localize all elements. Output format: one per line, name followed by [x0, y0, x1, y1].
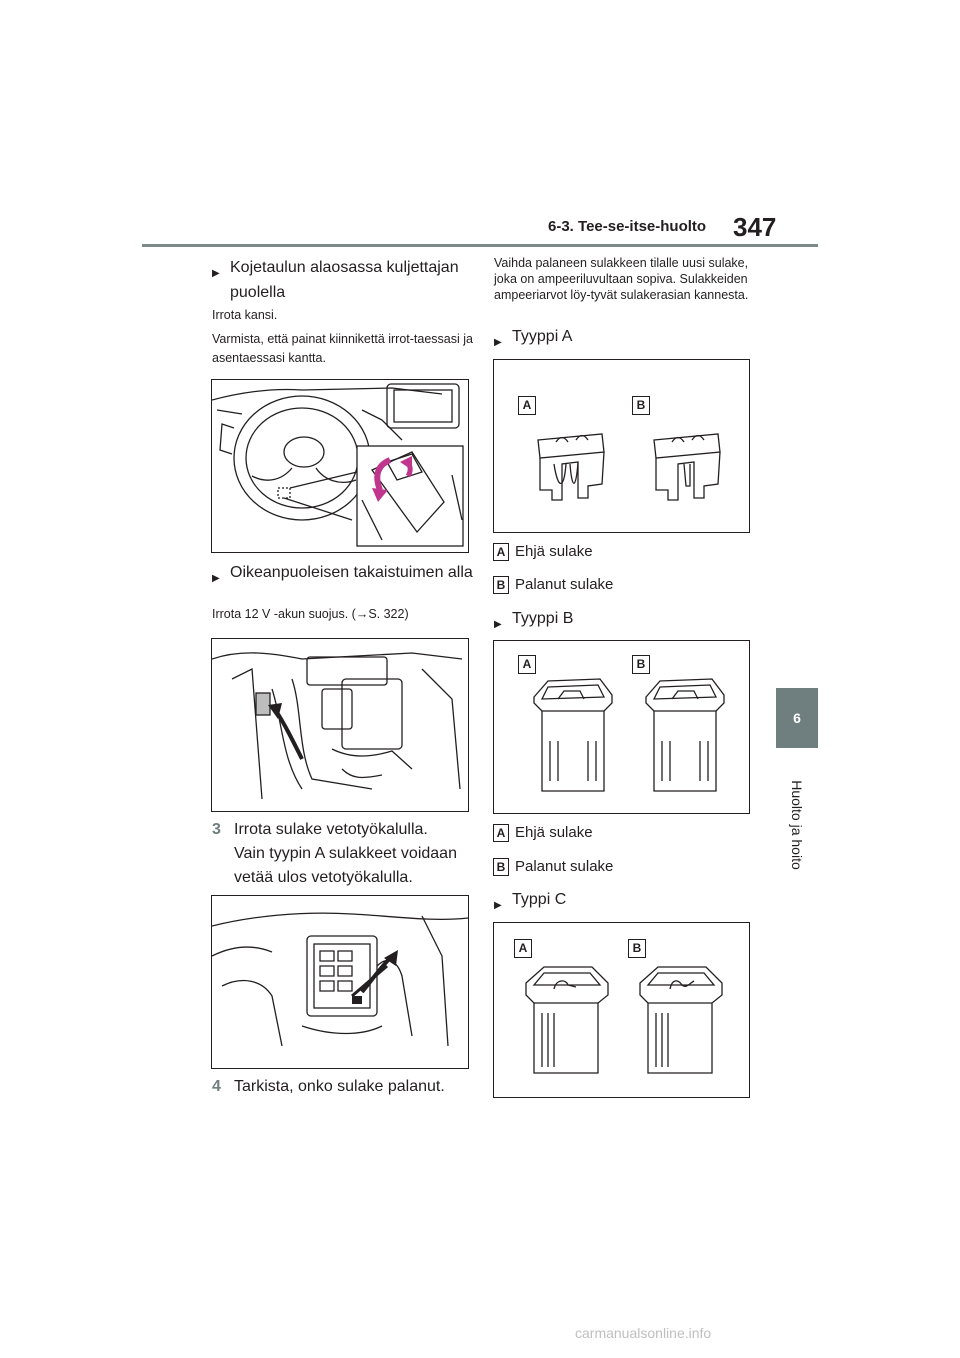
step-3-sub-text: Vain tyypin A sulakkeet voidaan vetää ul…	[234, 845, 457, 886]
figure-fuse-type-c: A B	[493, 922, 750, 1098]
chapter-number: 6	[793, 710, 801, 726]
watermark: carmanualsonline.info	[575, 1325, 712, 1341]
label-b: B	[628, 939, 646, 958]
chapter-label: Huolto ja hoito	[780, 760, 814, 890]
bullet-type-a: Tyyppi A	[494, 324, 774, 355]
legend-b-marker: B	[493, 858, 509, 876]
legend-a-marker: A	[493, 824, 509, 842]
label-a: A	[518, 396, 536, 415]
label-a: A	[514, 939, 532, 958]
legend-a-text: Ehjä sulake	[515, 543, 593, 560]
figure-fuse-type-a: A B	[493, 359, 750, 533]
type-a-fuses	[537, 433, 721, 501]
type-c-fuses	[525, 966, 723, 1074]
type-b-fuses	[533, 678, 725, 792]
legend-a-type-b: A Ehjä sulake	[493, 823, 593, 843]
step-3: 3 Irrota sulake vetotyökalulla.	[212, 818, 496, 842]
label-a: A	[518, 655, 536, 674]
legend-b-type-a: B Palanut sulake	[493, 575, 613, 595]
instruction-remove-battery-cover: Irrota 12 V -akun suojus. (→S. 322)	[212, 607, 409, 621]
section-title: 6-3. Tee-se-itse-huolto	[548, 218, 707, 235]
legend-a-type-a: A Ehjä sulake	[493, 542, 593, 562]
bullet-type-b: Tyyppi B	[494, 606, 774, 637]
figure-dashboard-fusebox	[211, 379, 469, 553]
bullet-type-c: Typpi C	[494, 887, 774, 918]
step-4-number: 4	[212, 1078, 221, 1095]
step-3-number: 3	[212, 821, 221, 838]
label-b: B	[632, 396, 650, 415]
figure-fuse-type-b: A B	[493, 640, 750, 814]
legend-a-text: Ehjä sulake	[515, 824, 593, 841]
dashboard-illustration	[212, 383, 464, 547]
bullet-dashboard: Kojetaulun alaosassa kuljettajan puolell…	[212, 255, 492, 305]
header-rule	[142, 244, 818, 247]
legend-b-text: Palanut sulake	[515, 576, 614, 593]
figure-fuse-puller	[211, 895, 469, 1069]
step-4: 4 Tarkista, onko sulake palanut.	[212, 1075, 496, 1099]
label-b: B	[632, 655, 650, 674]
step-3-sub: Vain tyypin A sulakkeet voidaan vetää ul…	[212, 842, 496, 890]
figure-rear-seat-fusebox	[211, 638, 469, 812]
legend-a-marker: A	[493, 543, 509, 561]
instruction-remove-cover: Irrota kansi.	[212, 308, 278, 322]
legend-b-text: Palanut sulake	[515, 858, 614, 875]
page-number: 347	[733, 212, 777, 242]
rear-seat-illustration	[212, 652, 463, 800]
chapter-label-text: Huolto ja hoito	[789, 780, 805, 870]
intro-replace-fuse: Vaihda palaneen sulakkeen tilalle uusi s…	[494, 256, 749, 302]
instruction-press-clip: Varmista, että painat kiinnikettä irrot-…	[212, 332, 473, 365]
bullet-rear-seat: Oikeanpuoleisen takaistuimen alla	[212, 560, 492, 591]
fuse-puller-illustration	[212, 912, 468, 1047]
chapter-tab: 6	[776, 688, 818, 748]
legend-b-marker: B	[493, 576, 509, 594]
step-3-text: Irrota sulake vetotyökalulla.	[234, 821, 428, 838]
legend-b-type-b: B Palanut sulake	[493, 857, 613, 877]
step-4-text: Tarkista, onko sulake palanut.	[234, 1078, 445, 1095]
